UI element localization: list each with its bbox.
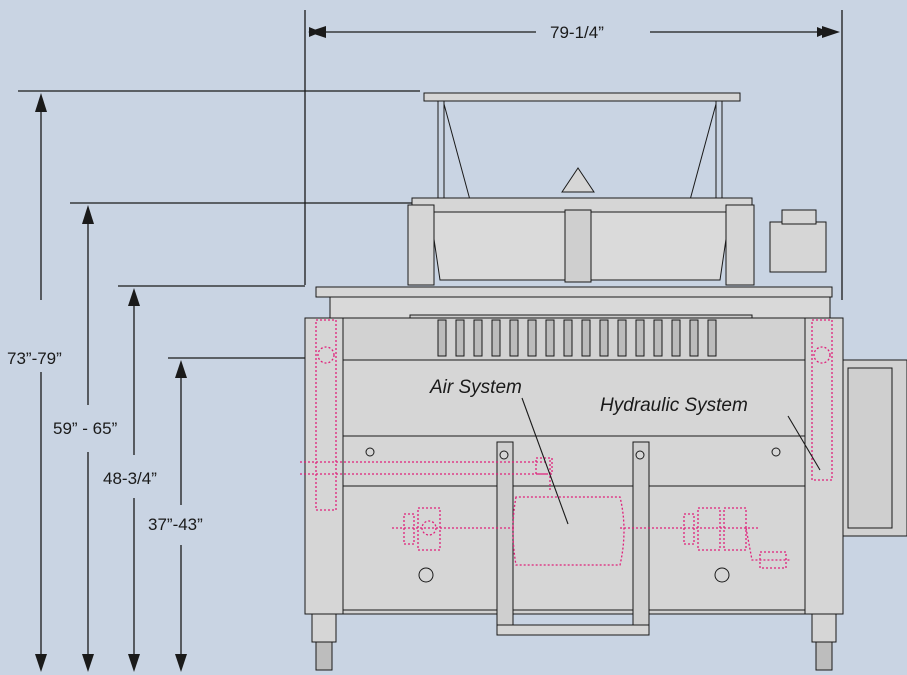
machine-body xyxy=(304,92,907,671)
nozzle-row xyxy=(437,319,717,357)
air-system-label: Air System xyxy=(430,377,522,398)
hydraulic-system-label: Hydraulic System xyxy=(600,395,748,416)
dimension-lines xyxy=(18,10,843,660)
height-mid-label: 48-3/4” xyxy=(100,470,160,487)
height-upper-label: 59” - 65” xyxy=(50,420,121,437)
width-dimension-label: 79-1/4” xyxy=(547,24,607,41)
callout-leaders xyxy=(521,397,821,525)
dimension-arrows xyxy=(35,26,840,672)
height-total-label: 73”-79” xyxy=(4,350,65,367)
system-lines xyxy=(300,319,833,569)
height-table-label: 37”-43” xyxy=(145,516,206,533)
